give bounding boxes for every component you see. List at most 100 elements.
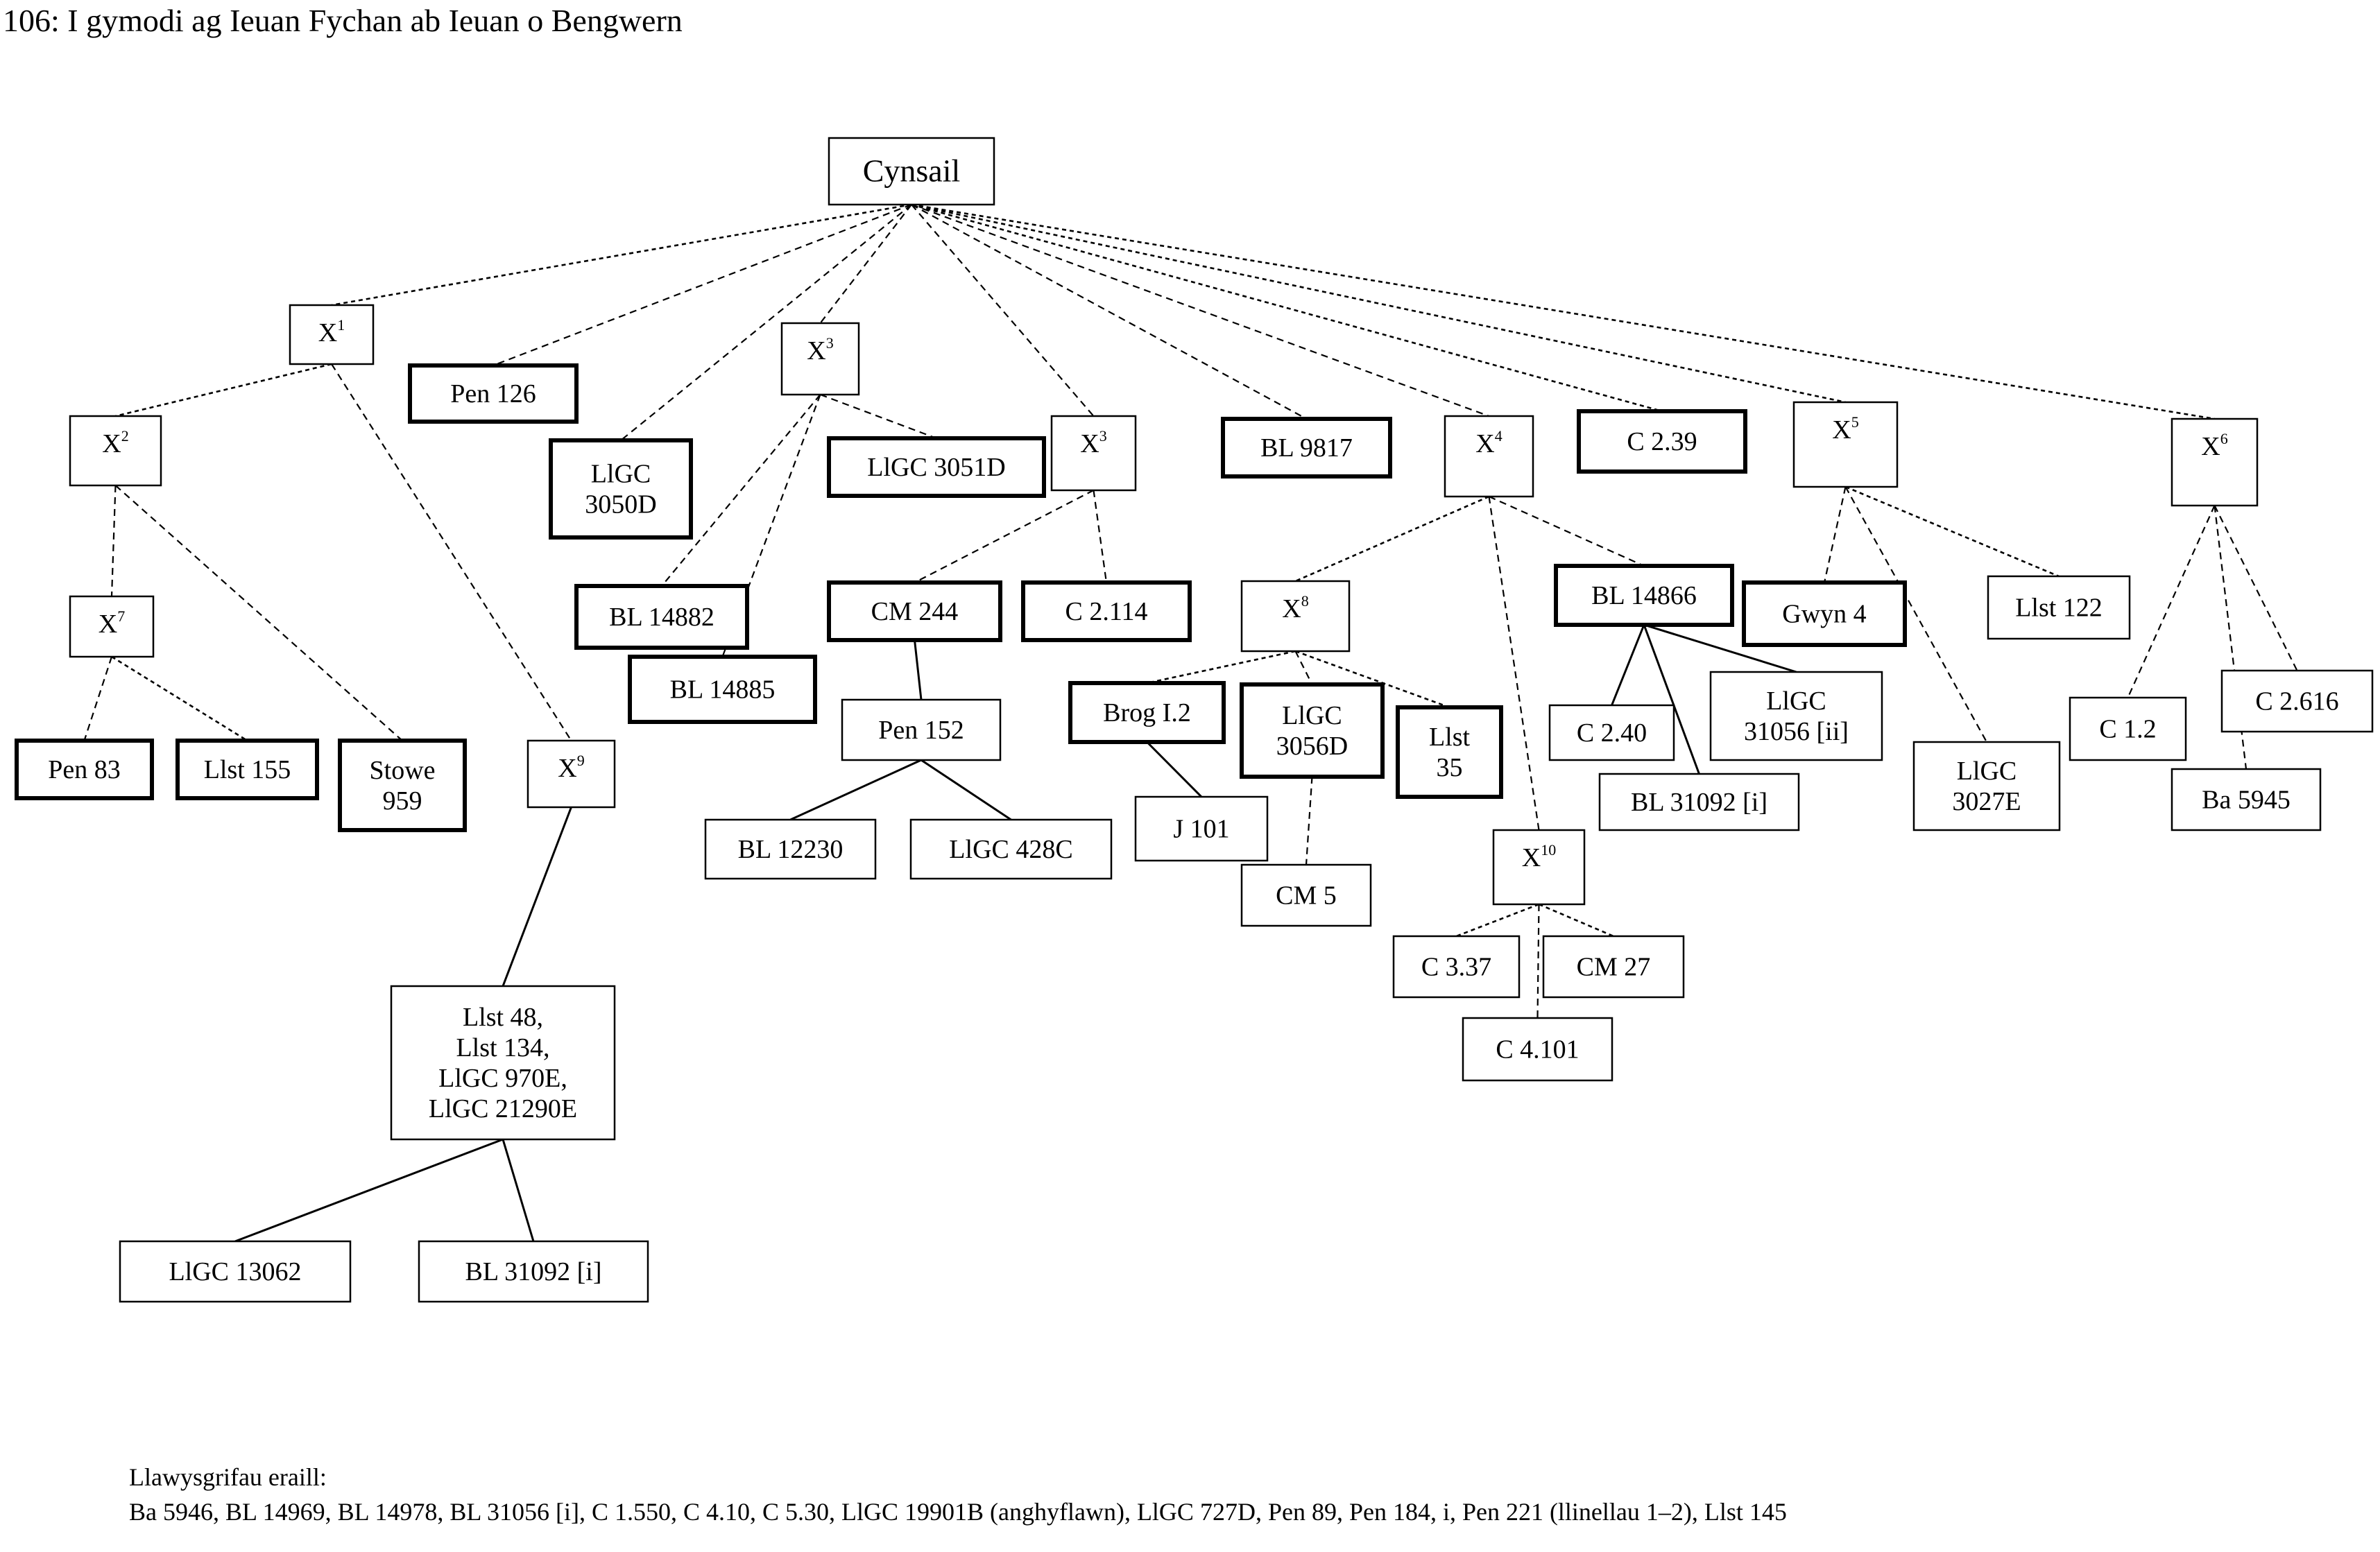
node-ba5945: Ba 5945 (2171, 768, 2322, 831)
node-box (2069, 696, 2187, 761)
node-box (828, 137, 995, 206)
node-llst48group: Llst 48,Llst 134,LlGC 970E,LlGC 21290E (390, 985, 616, 1141)
node-label: 3050D (585, 490, 656, 519)
node-box (69, 595, 155, 658)
node-box (390, 985, 616, 1141)
node-box (1240, 580, 1351, 653)
edge-llst48group-to-bl31092i_b (502, 1139, 535, 1242)
node-bl31092i_a: BL 31092 [i] (1598, 773, 1800, 831)
node-label: 3027E (1952, 787, 2021, 816)
node-label: CM 27 (1577, 952, 1651, 981)
edge-x6-to-c2616 (2214, 505, 2298, 671)
edge-x2-to-stowe959 (114, 485, 403, 741)
node-llgc3051d: LlGC 3051D (827, 436, 1046, 498)
node-box (1987, 575, 2131, 640)
edge-bl14866-to-c240 (1611, 624, 1645, 706)
edge-x4-to-x8 (1294, 495, 1490, 583)
node-label: BL 9817 (1260, 433, 1353, 463)
node-box (909, 818, 1113, 880)
edge-llgc3056d-to-cm5 (1305, 776, 1313, 865)
node-label: X1 (318, 316, 345, 347)
edge-x3a-to-llgc3051d (820, 393, 937, 440)
node-label: C 2.40 (1577, 718, 1647, 748)
node-box (1068, 681, 1226, 744)
node-label: 959 (383, 786, 422, 816)
node-label: LlGC 21290E (429, 1094, 577, 1123)
node-label: C 2.616 (2255, 687, 2338, 716)
edge-x5-to-llgc3027e (1844, 486, 1987, 743)
node-box (15, 739, 154, 800)
other-manuscripts: Llawysgrifau eraill: Ba 5946, BL 14969, … (129, 1460, 1787, 1529)
node-box (1709, 671, 1883, 761)
node-label: LlGC (591, 459, 651, 488)
node-label: X5 (1832, 413, 1858, 445)
node-label: X3 (807, 334, 833, 365)
node-box (418, 1240, 649, 1303)
node-label: BL 31092 [i] (1631, 788, 1767, 817)
node-box (1396, 705, 1503, 799)
node-box (1240, 682, 1385, 779)
node-cm244: CM 244 (827, 580, 1002, 642)
node-pen152: Pen 152 (841, 698, 1002, 761)
node-label: Pen 83 (48, 755, 121, 784)
node-label: X8 (1282, 592, 1308, 623)
edge-x1-to-x9 (331, 363, 572, 741)
edge-cynsail-to-llgc3050d (620, 204, 912, 441)
node-label: LlGC (1957, 757, 2017, 786)
node-box (841, 698, 1002, 761)
node-c12: C 1.2 (2069, 696, 2187, 761)
node-j101: J 101 (1134, 795, 1269, 862)
node-label: BL 14866 (1591, 581, 1697, 610)
node-x5: X5 (1792, 401, 1899, 488)
node-label: BL 14885 (670, 675, 776, 704)
node-bl31092i_b: BL 31092 [i] (418, 1240, 649, 1303)
node-pen83: Pen 83 (15, 739, 154, 800)
node-box (1742, 580, 1907, 647)
edge-x10-to-c4101 (1536, 904, 1540, 1019)
node-gwyn4: Gwyn 4 (1742, 580, 1907, 647)
node-box (1392, 935, 1521, 999)
node-label: 35 (1437, 753, 1463, 782)
edge-cynsail-to-x4 (911, 203, 1489, 417)
node-label: LlGC 13062 (169, 1257, 301, 1286)
node-box (119, 1240, 352, 1303)
node-box (1792, 401, 1899, 488)
node-x8: X8 (1240, 580, 1351, 653)
edge-cynsail-to-pen126 (493, 203, 912, 367)
node-label: LlGC (1766, 687, 1826, 716)
node-box (1912, 741, 2061, 831)
node-c2114: C 2.114 (1021, 580, 1192, 642)
node-label: X4 (1475, 427, 1502, 458)
node-label: C 1.2 (2099, 714, 2156, 743)
node-box (1444, 415, 1534, 498)
node-cm5: CM 5 (1240, 863, 1372, 927)
page-title: 106: I gymodi ag Ieuan Fychan ab Ieuan o… (3, 3, 683, 38)
node-box (408, 363, 579, 424)
node-label: X6 (2201, 430, 2227, 461)
node-label: Pen 152 (878, 716, 964, 745)
node-llst155: Llst 155 (175, 739, 319, 800)
edge-pen152-to-bl12230 (789, 759, 922, 821)
edge-x10-to-c337 (1456, 903, 1539, 938)
node-label: Cynsail (863, 153, 961, 189)
edge-x6-to-ba5945 (2214, 505, 2248, 770)
edge-x7-to-llst155 (111, 655, 248, 742)
edge-bl14866-to-llgc31056ii (1643, 623, 1797, 673)
node-label: X3 (1080, 427, 1106, 458)
node-box (1221, 417, 1392, 478)
node-box (549, 438, 693, 540)
node-cynsail: Cynsail (828, 137, 995, 206)
node-label: 3056D (1276, 732, 1348, 761)
edge-x8-to-llgc3056d (1294, 650, 1313, 685)
node-box (1577, 409, 1747, 474)
edge-x2-to-x7 (110, 485, 117, 597)
other-manuscripts-heading: Llawysgrifau eraill: (129, 1463, 327, 1491)
node-label: Llst 122 (2015, 593, 2103, 622)
edge-bl14866-to-bl31092i_a (1643, 624, 1700, 775)
node-x10: X10 (1492, 829, 1586, 906)
edge-x1-to-x2 (115, 363, 332, 417)
edge-cynsail-to-c239 (911, 203, 1663, 413)
edge-cynsail-to-x1 (331, 203, 912, 307)
